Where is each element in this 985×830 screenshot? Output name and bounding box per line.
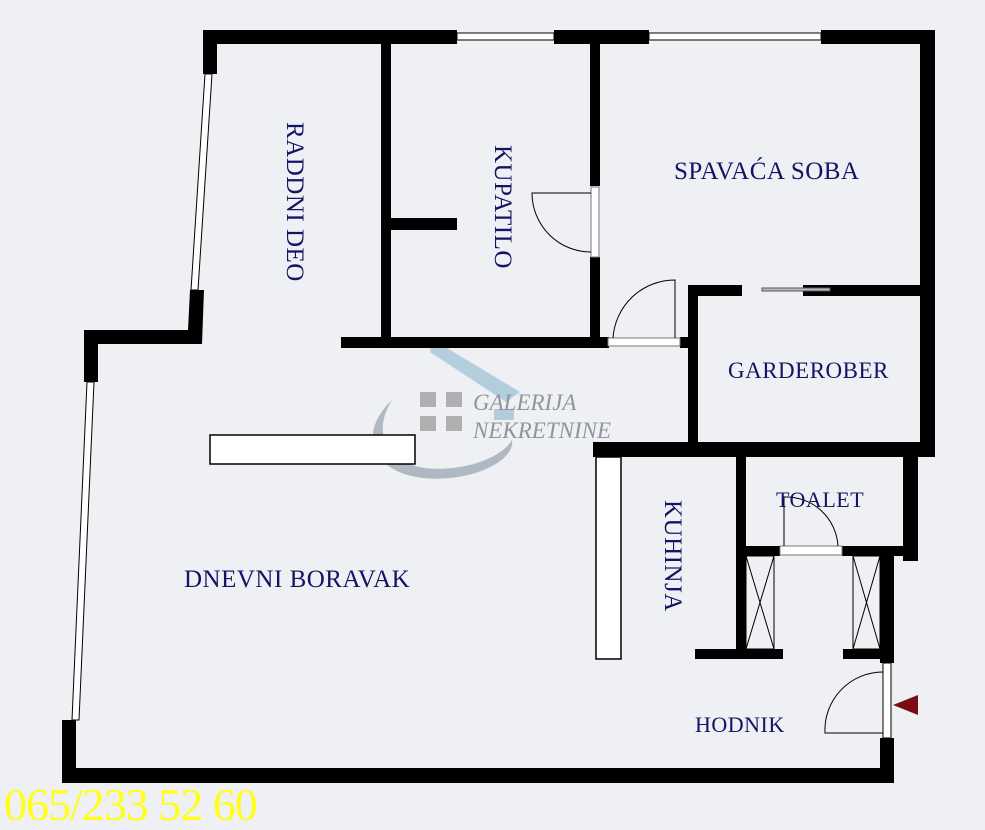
entrance-arrow-icon — [893, 695, 918, 715]
interior-walls — [341, 44, 935, 659]
kitchen-counter — [595, 456, 622, 660]
exterior-walls — [62, 30, 935, 783]
doors — [531, 186, 892, 739]
room-label-kupatilo: KUPATILO — [489, 145, 516, 269]
room-label-toalet: TOALET — [776, 487, 865, 512]
room-label-raddni-deo: RADDNI DEO — [281, 122, 308, 282]
contact-phone: 065/233 52 60 — [4, 779, 258, 830]
room-label-kuhinja: KUHINJA — [659, 500, 686, 612]
room-label-garderober: GARDEROBER — [728, 358, 889, 383]
watermark-line2: NEKRETNINE — [473, 418, 612, 443]
watermark-logo — [372, 339, 520, 479]
living-room-counter — [209, 434, 416, 465]
furniture — [209, 434, 622, 660]
watermark-line1: GALERIJA — [473, 390, 577, 415]
room-label-dnevni-boravak: DNEVNI BORAVAK — [184, 566, 411, 593]
windows — [71, 32, 822, 721]
room-label-hodnik: HODNIK — [695, 712, 785, 737]
closets — [745, 555, 881, 650]
room-label-spavaca-soba: SPAVAĆA SOBA — [674, 158, 860, 185]
